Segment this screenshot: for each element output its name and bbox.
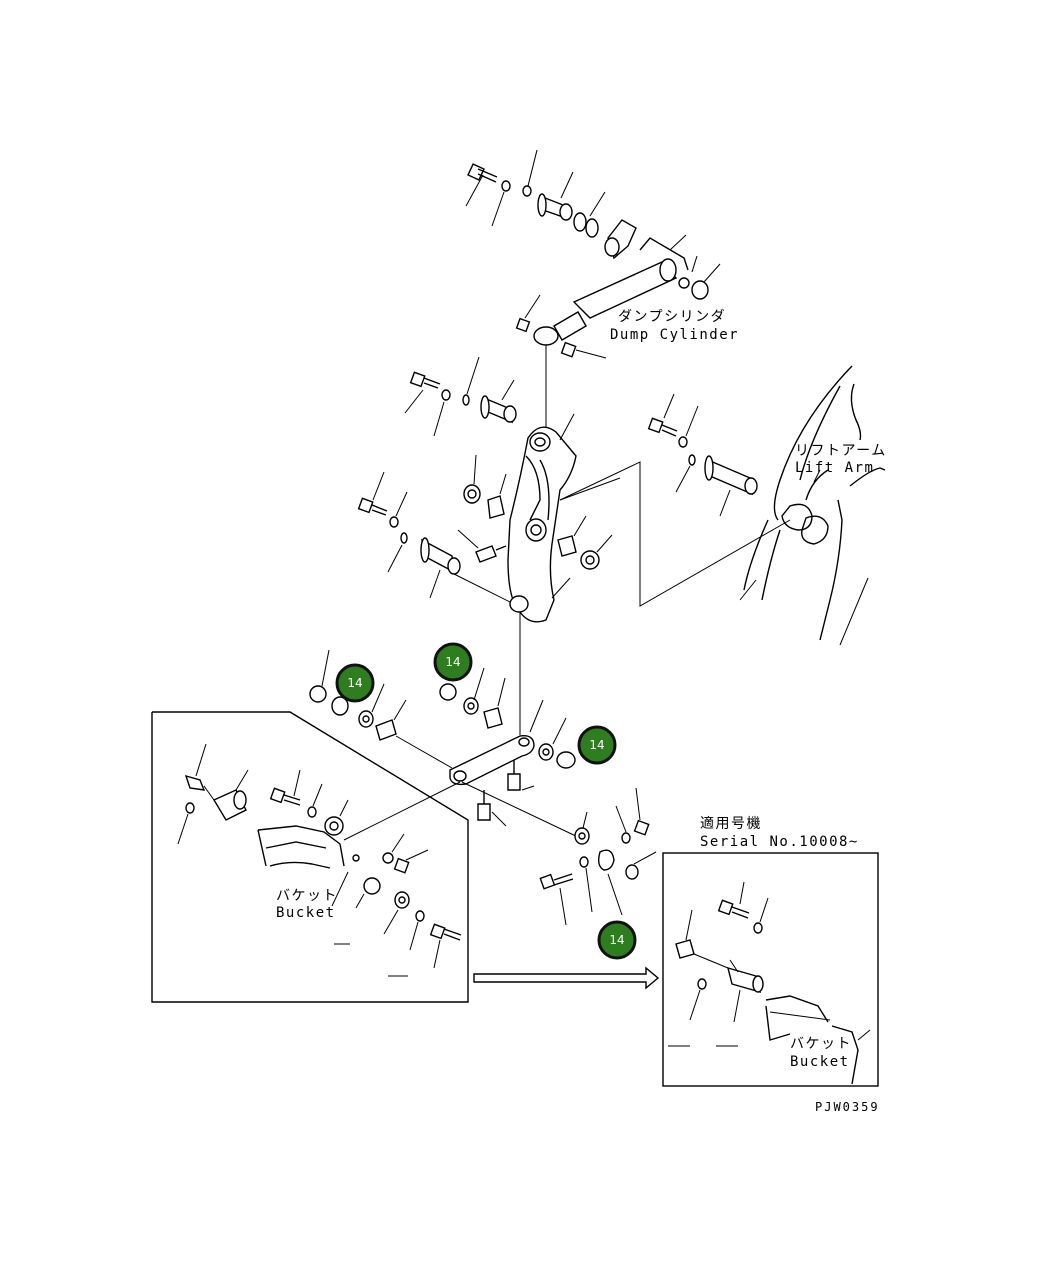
callout-number: 14	[347, 676, 362, 690]
lift-arm-assembly	[559, 365, 886, 646]
callout-marker[interactable]: 14	[597, 920, 637, 960]
lower-link-assembly	[309, 649, 581, 841]
callout-marker[interactable]: 14	[577, 725, 617, 765]
drawing-code: PJW0359	[815, 1100, 880, 1114]
dump-cylinder-label-jp: ダンプシリンダ	[618, 309, 726, 325]
bucket-inset-label-jp: バケット	[790, 1036, 852, 1052]
bellcrank-assembly	[357, 356, 613, 735]
arrow-to-inset	[473, 966, 660, 990]
callout-number: 14	[609, 933, 624, 947]
bucket-inset-left	[151, 711, 469, 1003]
callout-marker[interactable]: 14	[433, 642, 473, 682]
lift-arm-label-jp: リフトアーム	[795, 443, 887, 459]
serial-label-en: Serial No.10008~	[700, 834, 859, 850]
serial-label-jp: 適用号機	[700, 815, 762, 832]
bucket-link-parts	[539, 787, 657, 926]
callout-number: 14	[445, 655, 460, 669]
dump-cylinder-assembly	[465, 149, 721, 430]
bucket-inset-right	[662, 852, 879, 1087]
lift-arm-label-en: Lift Arm	[795, 460, 874, 476]
bucket-inset-label-en: Bucket	[790, 1054, 850, 1070]
callout-number: 14	[589, 738, 604, 752]
callout-marker[interactable]: 14	[335, 663, 375, 703]
dump-cylinder-label-en: Dump Cylinder	[610, 327, 739, 343]
bucket-label-jp: バケット	[276, 888, 338, 904]
bucket-label-en: Bucket	[276, 905, 336, 921]
